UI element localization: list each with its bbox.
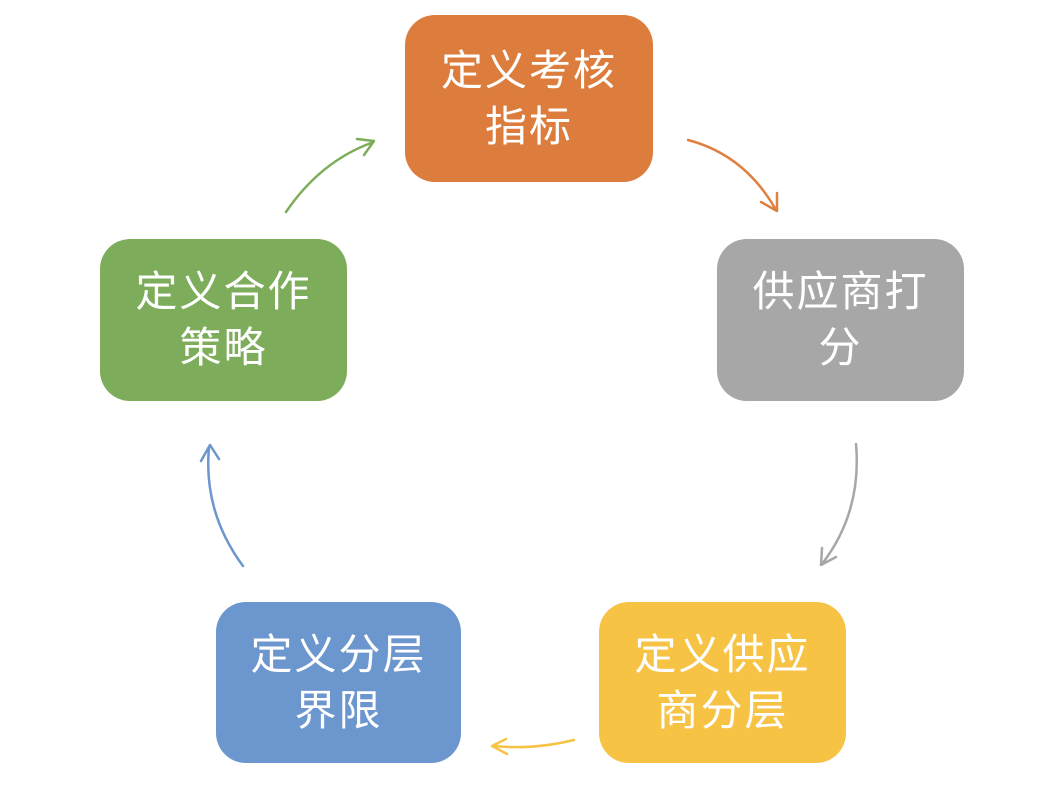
node-label-line: 供应商打: [752, 268, 929, 315]
cycle-node-supplier-scoring: 供应商打 分: [717, 239, 964, 401]
node-label-line: 定义合作: [135, 268, 312, 315]
node-label-line: 定义供应: [634, 630, 811, 678]
node-label-line: 定义分层: [250, 630, 427, 678]
cycle-node-define-supplier-tiering: 定义供应 商分层: [599, 602, 846, 763]
node-label-line: 策略: [179, 324, 268, 371]
node-label-line: 指标: [484, 102, 573, 150]
arrow-scoring-to-tiering: [819, 442, 858, 567]
arrow-boundaries-to-strategy: [199, 443, 245, 568]
node-label-line: 分: [818, 324, 863, 371]
arrow-strategy-to-kpi: [284, 137, 376, 214]
node-label-line: 界限: [294, 686, 383, 734]
node-label-line: 定义考核: [440, 46, 617, 94]
cycle-node-define-assessment-indicators: 定义考核 指标: [405, 15, 653, 182]
cycle-node-define-tier-boundaries: 定义分层 界限: [216, 602, 461, 763]
arrow-tiering-to-boundaries: [490, 737, 576, 756]
node-label-line: 商分层: [656, 686, 789, 734]
arrow-kpi-to-scoring: [686, 138, 779, 213]
cycle-node-define-cooperation-strategy: 定义合作 策略: [100, 239, 347, 401]
